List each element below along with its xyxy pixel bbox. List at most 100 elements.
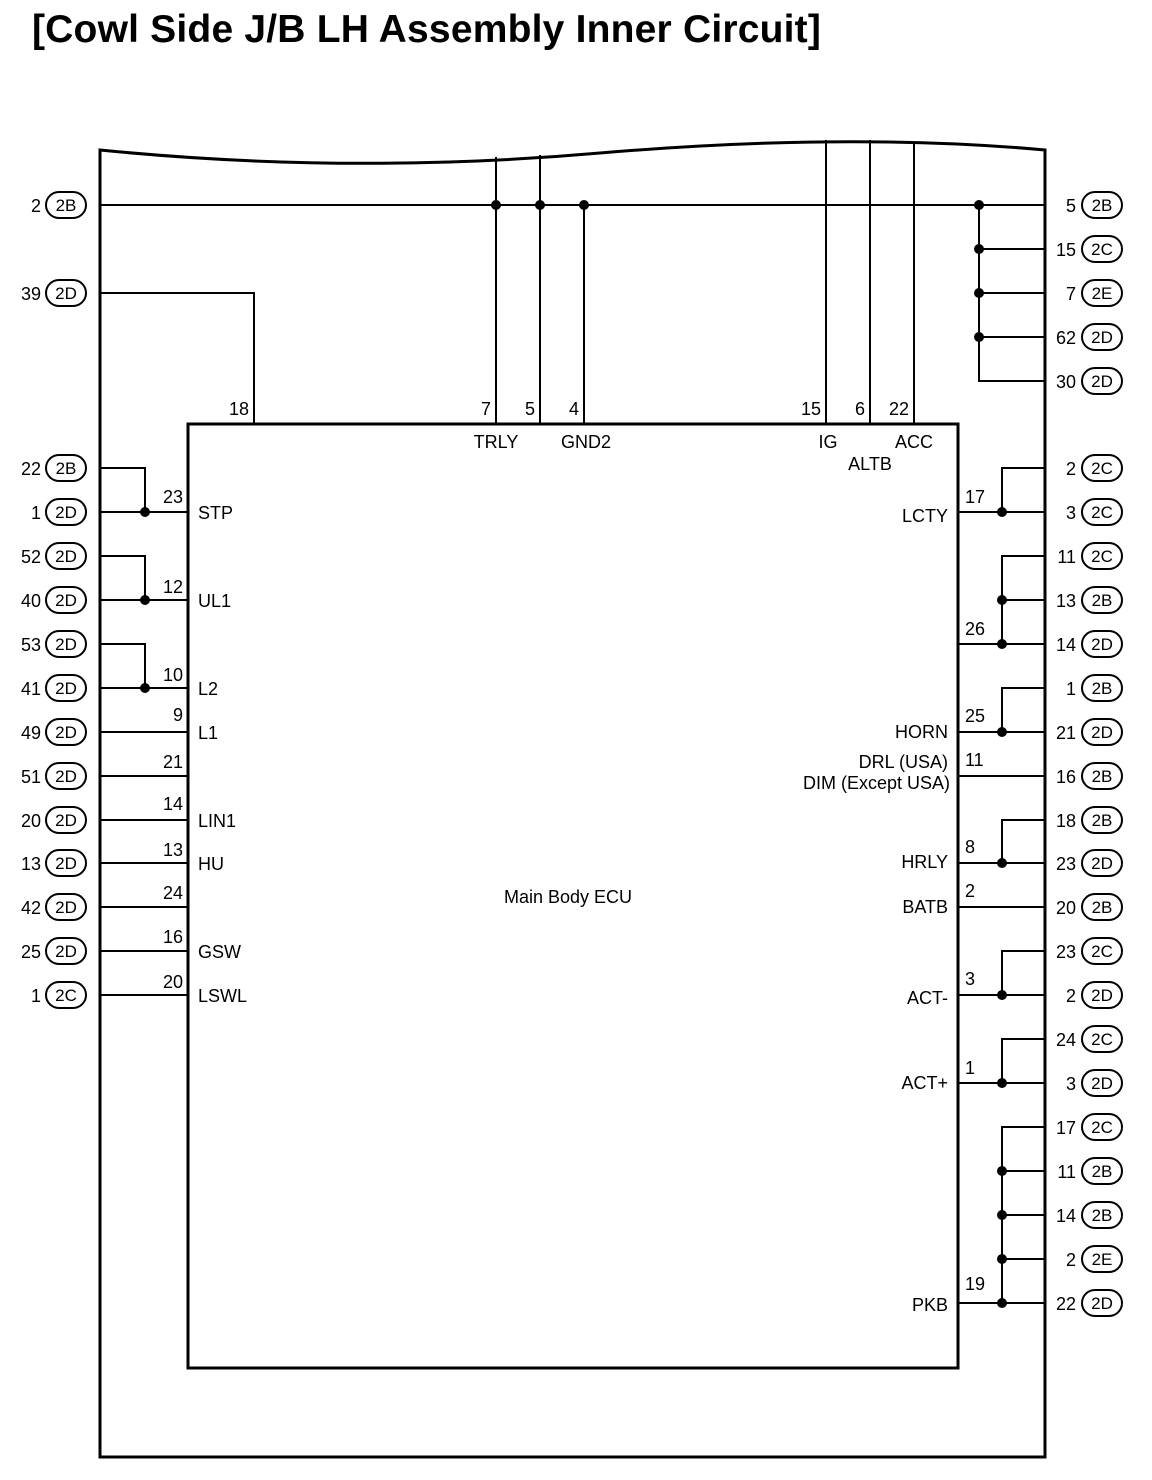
connector-code: 2E bbox=[1092, 1250, 1113, 1269]
ecu-signal-label: LIN1 bbox=[198, 811, 236, 831]
junction-block-outline bbox=[98, 140, 1047, 1459]
terminal-pin-number: 2 bbox=[1066, 986, 1076, 1006]
ecu-signal-label: PKB bbox=[912, 1295, 948, 1315]
connector-terminal: 20 2D bbox=[21, 806, 87, 834]
terminal-pin-number: 15 bbox=[1056, 240, 1076, 260]
terminal-pin-number: 25 bbox=[21, 942, 41, 962]
ecu-signal-label: UL1 bbox=[198, 591, 231, 611]
connector-oval bbox=[1081, 630, 1123, 658]
ecu-signal-label: ACT- bbox=[907, 988, 948, 1008]
ecu-signal-label: LCTY bbox=[902, 506, 948, 526]
terminal-pin-number: 42 bbox=[21, 898, 41, 918]
ecu-signal-label: IG bbox=[818, 432, 837, 452]
junction-dot bbox=[974, 200, 984, 210]
ecu-pin-number: 16 bbox=[163, 927, 183, 947]
junction-dot bbox=[974, 288, 984, 298]
connector-oval bbox=[1081, 937, 1123, 965]
wire-branch bbox=[1001, 1038, 1045, 1083]
connector-code: 2B bbox=[1092, 1206, 1113, 1225]
terminal-pin-number: 39 bbox=[21, 284, 41, 304]
connector-code: 2B bbox=[1092, 767, 1113, 786]
ecu-pin-number: 20 bbox=[163, 972, 183, 992]
wire-branch bbox=[1001, 1126, 1045, 1303]
connector-code: 2D bbox=[1091, 986, 1113, 1005]
wire-branch bbox=[100, 555, 146, 600]
terminal-pin-number: 62 bbox=[1056, 328, 1076, 348]
junction-dot bbox=[974, 332, 984, 342]
ecu-signal-label: L1 bbox=[198, 723, 218, 743]
wire-branch bbox=[1001, 687, 1045, 732]
ecu-label: Main Body ECU bbox=[504, 887, 632, 907]
ecu-pin-number: 5 bbox=[525, 399, 535, 419]
connector-code: 2C bbox=[1091, 1118, 1113, 1137]
connector-code: 2D bbox=[1091, 328, 1113, 347]
wire-branch bbox=[1001, 467, 1045, 512]
connector-oval bbox=[45, 630, 87, 658]
connector-oval bbox=[1081, 1157, 1123, 1185]
ecu-pin-number: 4 bbox=[569, 399, 579, 419]
ecu-signal-label: GND2 bbox=[561, 432, 611, 452]
connector-oval bbox=[1081, 191, 1123, 219]
junction-dot bbox=[140, 683, 150, 693]
ecu-signal-label: ACT+ bbox=[901, 1073, 948, 1093]
connector-oval bbox=[45, 674, 87, 702]
connector-oval bbox=[45, 586, 87, 614]
connector-code: 2B bbox=[1092, 591, 1113, 610]
connector-code: 2D bbox=[1091, 854, 1113, 873]
connector-code: 2B bbox=[1092, 196, 1113, 215]
terminal-pin-number: 13 bbox=[21, 854, 41, 874]
ecu-pin-number: 19 bbox=[965, 1274, 985, 1294]
connector-code: 2D bbox=[55, 635, 77, 654]
terminal-pin-number: 11 bbox=[1057, 1162, 1076, 1182]
wire-branch bbox=[100, 467, 146, 512]
connector-code: 2E bbox=[1092, 284, 1113, 303]
terminal-pin-number: 1 bbox=[1066, 679, 1076, 699]
connector-oval bbox=[45, 849, 87, 877]
connector-code: 2C bbox=[1091, 459, 1113, 478]
connector-code: 2D bbox=[1091, 1294, 1113, 1313]
connector-oval bbox=[1081, 323, 1123, 351]
terminal-pin-number: 2 bbox=[31, 196, 41, 216]
junction-dot bbox=[997, 990, 1007, 1000]
terminal-pin-number: 20 bbox=[21, 811, 41, 831]
junction-dot bbox=[974, 244, 984, 254]
connector-terminal: 62 2D bbox=[1056, 323, 1123, 351]
ecu-pin-number: 12 bbox=[163, 577, 183, 597]
connector-oval bbox=[1081, 806, 1123, 834]
ecu-signal-label: ACC bbox=[895, 432, 933, 452]
connector-code: 2D bbox=[55, 811, 77, 830]
wire-pin18 bbox=[100, 292, 255, 424]
ecu-pin-number: 7 bbox=[481, 399, 491, 419]
ecu-signal-label: STP bbox=[198, 503, 233, 523]
terminal-pin-number: 30 bbox=[1056, 372, 1076, 392]
connector-oval bbox=[45, 454, 87, 482]
junction-dot bbox=[997, 1210, 1007, 1220]
wire-branch bbox=[1001, 950, 1045, 995]
connector-code: 2D bbox=[55, 767, 77, 786]
connector-oval bbox=[45, 937, 87, 965]
junction-dot bbox=[140, 507, 150, 517]
junction-dot bbox=[140, 595, 150, 605]
ecu-pin-number: 1 bbox=[965, 1058, 975, 1078]
connector-code: 2D bbox=[1091, 635, 1113, 654]
connector-code: 2D bbox=[55, 591, 77, 610]
connector-oval bbox=[1081, 542, 1123, 570]
ecu-signal-label: L2 bbox=[198, 679, 218, 699]
connector-oval bbox=[1081, 586, 1123, 614]
ecu-pin-number: 23 bbox=[163, 487, 183, 507]
connector-code: 2D bbox=[1091, 1074, 1113, 1093]
ecu-pin-number: 17 bbox=[965, 487, 985, 507]
terminal-pin-number: 14 bbox=[1056, 635, 1076, 655]
